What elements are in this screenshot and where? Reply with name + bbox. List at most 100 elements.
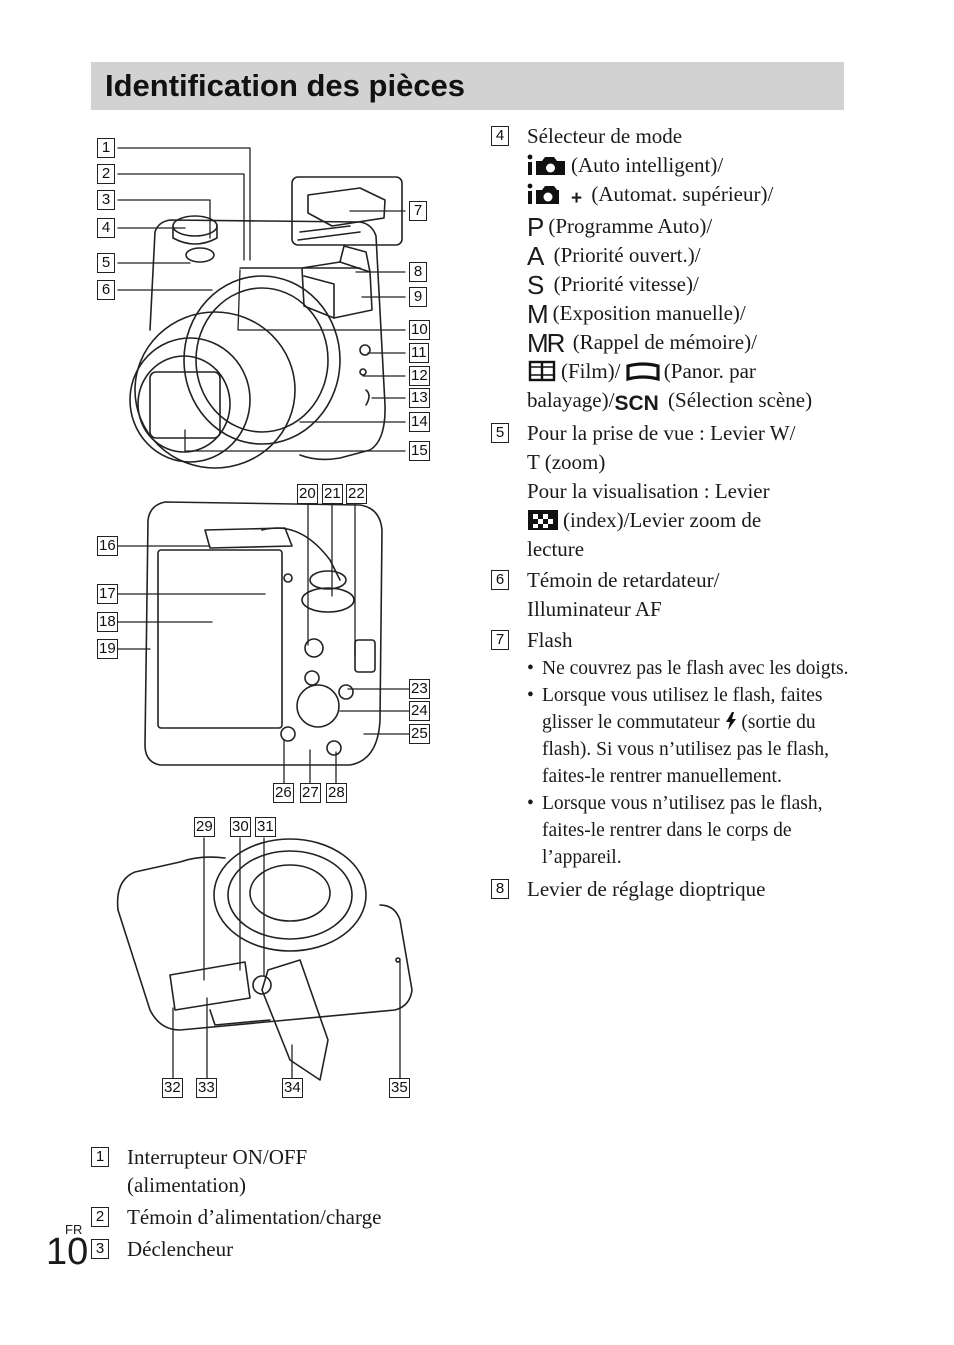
mode-list: (Auto intelligent)/ + (Automat. supérieu… [527, 151, 851, 417]
callout-21: 21 [322, 484, 343, 504]
entry-text-with-icon: (index)/Levier zoom de [527, 506, 851, 535]
mode-text: (Film)/ [561, 359, 621, 383]
callout-10: 10 [409, 320, 430, 340]
mode-superior-auto: + (Automat. supérieur)/ [527, 180, 851, 212]
callout-25: 25 [409, 724, 430, 744]
entry-text: Interrupteur ON/OFF [127, 1145, 308, 1169]
mode-shutter-priority: S (Priorité vitesse)/ [527, 270, 851, 299]
callout-19: 19 [97, 639, 118, 659]
callout-35: 35 [389, 1078, 410, 1098]
callout-8: 8 [409, 262, 427, 282]
callout-12: 12 [409, 366, 430, 386]
note-text: (sortie du flash). Si vous n’utilisez pa… [542, 712, 830, 787]
callout-13: 13 [409, 388, 430, 408]
entry-4-mode-dial: 4 Sélecteur de mode (Auto intelligent)/ … [491, 122, 851, 417]
mode-sweep-scene: balayage)/SCN (Sélection scène) [527, 386, 851, 417]
s-mode-icon: S [527, 270, 545, 300]
callout-27: 27 [300, 783, 321, 803]
index-grid-icon [528, 510, 558, 530]
camera-bottom-illustration [116, 838, 413, 1081]
mode-text: (Sélection scène) [668, 388, 813, 412]
callout-33: 33 [196, 1078, 217, 1098]
note-item: Lorsque vous n’utilisez pas le flash, fa… [527, 790, 851, 871]
callout-1: 1 [97, 138, 115, 158]
entry-number: 3 [91, 1239, 109, 1259]
entry-text: T (zoom) [527, 450, 606, 474]
mode-memory-recall: MR (Rappel de mémoire)/ [527, 328, 851, 357]
camera-front-illustration [129, 176, 403, 469]
entry-number: 7 [491, 630, 509, 650]
p-mode-icon: P [527, 212, 545, 242]
entry-text: Témoin d’alimentation/charge [127, 1205, 382, 1229]
a-mode-icon: A [527, 241, 545, 271]
scn-mode-icon: SCN [614, 392, 659, 415]
callout-7: 7 [409, 201, 427, 221]
mr-mode-icon: MR [527, 328, 565, 358]
parts-description-right: 4 Sélecteur de mode (Auto intelligent)/ … [491, 122, 851, 906]
mode-text: (Priorité vitesse)/ [553, 272, 699, 296]
page-title: Identification des pièces [105, 68, 466, 103]
note-item: Lorsque vous utilisez le flash, faites g… [527, 682, 851, 790]
entry-7-flash: 7 Flash Ne couvrez pas le flash avec les… [491, 626, 851, 871]
mode-text: (Auto intelligent)/ [571, 153, 724, 177]
callout-9: 9 [409, 287, 427, 307]
callout-31: 31 [255, 817, 276, 837]
m-mode-icon: M [527, 299, 549, 329]
mode-program-auto: P(Programme Auto)/ [527, 212, 851, 241]
entry-1-power-switch: 1 Interrupteur ON/OFF (alimentation) [91, 1143, 451, 1199]
callout-32: 32 [162, 1078, 183, 1098]
entry-2-power-lamp: 2 Témoin d’alimentation/charge [91, 1203, 451, 1231]
note-item: Ne couvrez pas le flash avec les doigts. [527, 655, 851, 682]
entry-text: Déclencheur [127, 1237, 234, 1261]
callout-15: 15 [409, 441, 430, 461]
film-icon [528, 360, 556, 382]
entry-text: Pour la visualisation : Levier [527, 479, 770, 503]
entry-8-diopter-lever: 8 Levier de réglage dioptrique [491, 875, 851, 904]
flash-notes: Ne couvrez pas le flash avec les doigts.… [527, 655, 851, 871]
mode-text: (Priorité ouvert.)/ [553, 243, 701, 267]
note-text: Lorsque vous utilisez le flash, faites g… [542, 685, 823, 733]
entry-text: Témoin de retardateur/ [527, 568, 720, 592]
callout-23: 23 [409, 679, 430, 699]
callout-18: 18 [97, 612, 118, 632]
callout-28: 28 [326, 783, 347, 803]
panorama-icon [626, 362, 660, 382]
parts-description-bottom: 1 Interrupteur ON/OFF (alimentation) 2 T… [91, 1143, 451, 1267]
callout-22: 22 [346, 484, 367, 504]
entry-number: 1 [91, 1147, 109, 1167]
callout-5: 5 [97, 253, 115, 273]
entry-title: Levier de réglage dioptrique [527, 877, 766, 901]
mode-manual-exposure: M(Exposition manuelle)/ [527, 299, 851, 328]
page-number: 10 [46, 1231, 89, 1273]
mode-aperture-priority: A (Priorité ouvert.)/ [527, 241, 851, 270]
mode-text: (Rappel de mémoire)/ [572, 330, 757, 354]
entry-number: 4 [491, 126, 509, 146]
callout-11: 11 [409, 343, 429, 363]
callout-34: 34 [282, 1078, 303, 1098]
callout-14: 14 [409, 412, 430, 432]
mode-text: (Programme Auto)/ [548, 214, 713, 238]
entry-3-shutter-button: 3 Déclencheur [91, 1235, 451, 1263]
entry-number: 5 [491, 423, 509, 443]
entry-text: lecture [527, 537, 585, 561]
callout-26: 26 [273, 783, 294, 803]
plus-glyph: + [571, 188, 583, 209]
camera-back-illustration [144, 501, 383, 766]
callout-24: 24 [409, 701, 430, 721]
entry-text: Pour la prise de vue : Levier W/ [527, 421, 796, 445]
callout-6: 6 [97, 280, 115, 300]
mode-text: (Automat. supérieur)/ [591, 182, 774, 206]
entry-title: Flash [527, 628, 573, 652]
flash-bolt-icon [725, 712, 736, 730]
mode-text: (Panor. par [663, 359, 756, 383]
callout-2: 2 [97, 164, 115, 184]
entry-title: Sélecteur de mode [527, 124, 683, 148]
callout-3: 3 [97, 190, 115, 210]
entry-text: (alimentation) [127, 1173, 246, 1197]
mode-auto-intelligent: (Auto intelligent)/ [527, 151, 851, 180]
entry-number: 2 [91, 1207, 109, 1227]
entry-text: (index)/Levier zoom de [563, 508, 762, 532]
intelligent-auto-icon [527, 154, 565, 175]
callout-29: 29 [194, 817, 215, 837]
